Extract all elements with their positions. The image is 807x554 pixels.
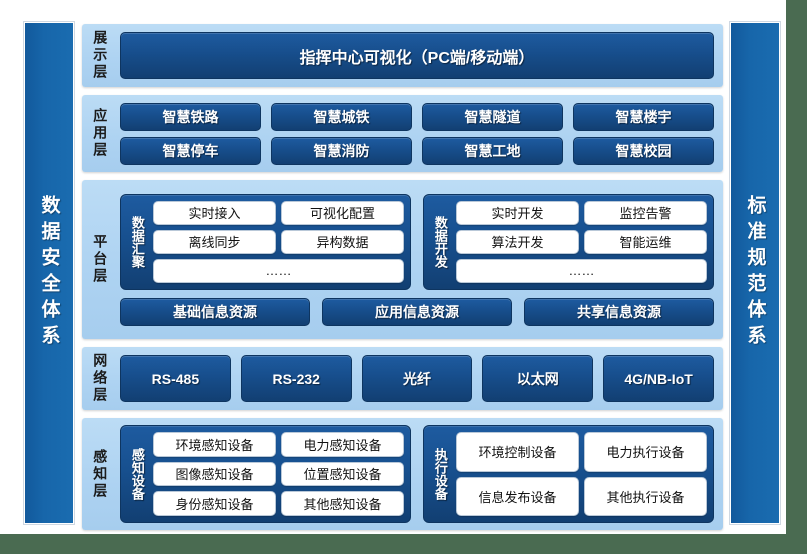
platform-group-data-development-label: 数据开发 xyxy=(432,215,448,268)
platform-cell-intelligent-ops[interactable]: 智能运维 xyxy=(584,229,707,254)
sensing-cell-image-sensor[interactable]: 图像感知设备 xyxy=(153,461,276,487)
sensing-cell-location-sensor[interactable]: 位置感知设备 xyxy=(281,461,404,487)
sensing-group-actuating-devices: 执行设备 环境控制设备 电力执行设备 信息发布设备 其他执行设备 xyxy=(423,425,714,523)
layer-network-label: 网络层 xyxy=(92,353,109,404)
platform-group-data-aggregation-cells: 实时接入 可视化配置 离线同步 异构数据 …… xyxy=(153,200,404,283)
platform-cell-algorithm-development[interactable]: 算法开发 xyxy=(456,229,579,254)
app-item-smart-parking[interactable]: 智慧停车 xyxy=(120,136,261,165)
sensing-cell-other-sensor[interactable]: 其他感知设备 xyxy=(281,491,404,516)
platform-cell-more-aggregation[interactable]: …… xyxy=(153,258,404,283)
sidebar-standard-specification: 标准规范体系 xyxy=(730,22,780,524)
layer-display-body: 指挥中心可视化（PC端/移动端） xyxy=(118,24,723,87)
resource-application-information[interactable]: 应用信息资源 xyxy=(322,297,512,326)
sensing-cell-environment-sensor[interactable]: 环境感知设备 xyxy=(153,432,276,457)
app-item-smart-construction-site[interactable]: 智慧工地 xyxy=(422,136,563,165)
platform-cell-offline-sync[interactable]: 离线同步 xyxy=(153,229,276,254)
layer-sensing: 感知层 感知设备 环境感知设备 电力感知设备 图像感知设备 位置感知设备 身份感… xyxy=(82,418,723,530)
platform-cell-heterogeneous-data[interactable]: 异构数据 xyxy=(281,229,404,254)
platform-cell-realtime-development[interactable]: 实时开发 xyxy=(456,200,579,225)
layer-platform-label: 平台层 xyxy=(92,234,109,285)
sensing-cell-power-sensor[interactable]: 电力感知设备 xyxy=(281,432,404,457)
layer-display-label: 展示层 xyxy=(92,30,109,81)
sensing-group-actuating-devices-label: 执行设备 xyxy=(432,448,448,500)
sidebar-data-security: 数据安全体系 xyxy=(24,22,74,524)
network-item-fiber[interactable]: 光纤 xyxy=(361,355,473,402)
platform-group-data-aggregation-label: 数据汇聚 xyxy=(129,215,145,268)
display-banner[interactable]: 指挥中心可视化（PC端/移动端） xyxy=(120,32,714,79)
network-grid: RS-485 RS-232 光纤 以太网 4G/NB-IoT xyxy=(120,355,714,402)
platform-cell-more-development[interactable]: …… xyxy=(456,258,707,283)
resource-basic-information[interactable]: 基础信息资源 xyxy=(120,297,310,326)
platform-groups: 数据汇聚 实时接入 可视化配置 离线同步 异构数据 …… 数据开发 实时开发 监… xyxy=(120,193,714,290)
sensing-group-sensing-devices-label: 感知设备 xyxy=(129,448,145,500)
app-item-smart-firefighting[interactable]: 智慧消防 xyxy=(271,136,412,165)
layer-sensing-label: 感知层 xyxy=(92,448,109,500)
network-item-rs485[interactable]: RS-485 xyxy=(120,355,231,402)
actuating-cell-information-release[interactable]: 信息发布设备 xyxy=(456,476,579,516)
platform-cell-visual-config[interactable]: 可视化配置 xyxy=(281,200,404,225)
layer-network-body: RS-485 RS-232 光纤 以太网 4G/NB-IoT xyxy=(118,347,723,410)
diagram-canvas: 数据安全体系 标准规范体系 展示层 指挥中心可视化（PC端/移动端） 应用层 智… xyxy=(0,0,786,534)
sensing-cell-identity-sensor[interactable]: 身份感知设备 xyxy=(153,491,276,516)
app-item-smart-railway[interactable]: 智慧铁路 xyxy=(120,102,261,131)
platform-cell-monitoring-alarm[interactable]: 监控告警 xyxy=(584,200,707,225)
app-item-smart-metro[interactable]: 智慧城铁 xyxy=(271,102,412,131)
platform-resources: 基础信息资源 应用信息资源 共享信息资源 xyxy=(120,297,714,326)
app-item-smart-building[interactable]: 智慧楼宇 xyxy=(573,102,714,131)
actuating-cell-power-actuator[interactable]: 电力执行设备 xyxy=(584,432,707,472)
actuating-cell-other-actuator[interactable]: 其他执行设备 xyxy=(584,476,707,516)
layer-application-body: 智慧铁路 智慧城铁 智慧隧道 智慧楼宇 智慧停车 智慧消防 智慧工地 智慧校园 xyxy=(118,95,723,172)
network-item-rs232[interactable]: RS-232 xyxy=(240,355,352,402)
layer-display: 展示层 指挥中心可视化（PC端/移动端） xyxy=(82,24,723,87)
layer-platform: 平台层 数据汇聚 实时接入 可视化配置 离线同步 异构数据 …… 数据开发 xyxy=(82,180,723,339)
platform-group-data-development: 数据开发 实时开发 监控告警 算法开发 智能运维 …… xyxy=(423,193,714,290)
network-item-4g-nbiot[interactable]: 4G/NB-IoT xyxy=(603,355,714,402)
platform-cell-realtime-ingest[interactable]: 实时接入 xyxy=(153,200,276,225)
resource-shared-information[interactable]: 共享信息资源 xyxy=(524,297,714,326)
platform-group-data-aggregation: 数据汇聚 实时接入 可视化配置 离线同步 异构数据 …… xyxy=(120,193,411,290)
application-grid: 智慧铁路 智慧城铁 智慧隧道 智慧楼宇 智慧停车 智慧消防 智慧工地 智慧校园 xyxy=(120,102,714,165)
app-item-smart-tunnel[interactable]: 智慧隧道 xyxy=(422,102,563,131)
app-item-smart-campus[interactable]: 智慧校园 xyxy=(573,136,714,165)
sensing-group-sensing-devices: 感知设备 环境感知设备 电力感知设备 图像感知设备 位置感知设备 身份感知设备 … xyxy=(120,425,411,523)
sensing-group-actuating-devices-cells: 环境控制设备 电力执行设备 信息发布设备 其他执行设备 xyxy=(456,432,707,516)
sensing-group-sensing-devices-cells: 环境感知设备 电力感知设备 图像感知设备 位置感知设备 身份感知设备 其他感知设… xyxy=(153,432,404,516)
layer-sensing-body: 感知设备 环境感知设备 电力感知设备 图像感知设备 位置感知设备 身份感知设备 … xyxy=(118,418,723,530)
layer-application: 应用层 智慧铁路 智慧城铁 智慧隧道 智慧楼宇 智慧停车 智慧消防 智慧工地 智… xyxy=(82,95,723,172)
sidebar-left-label: 数据安全体系 xyxy=(38,195,60,351)
actuating-cell-environment-control[interactable]: 环境控制设备 xyxy=(456,432,579,472)
layer-network: 网络层 RS-485 RS-232 光纤 以太网 4G/NB-IoT xyxy=(82,347,723,410)
network-item-ethernet[interactable]: 以太网 xyxy=(482,355,594,402)
platform-group-data-development-cells: 实时开发 监控告警 算法开发 智能运维 …… xyxy=(456,200,707,283)
sidebar-right-label: 标准规范体系 xyxy=(744,195,766,351)
layer-platform-body: 数据汇聚 实时接入 可视化配置 离线同步 异构数据 …… 数据开发 实时开发 监… xyxy=(118,180,723,339)
layer-application-label: 应用层 xyxy=(92,108,109,159)
